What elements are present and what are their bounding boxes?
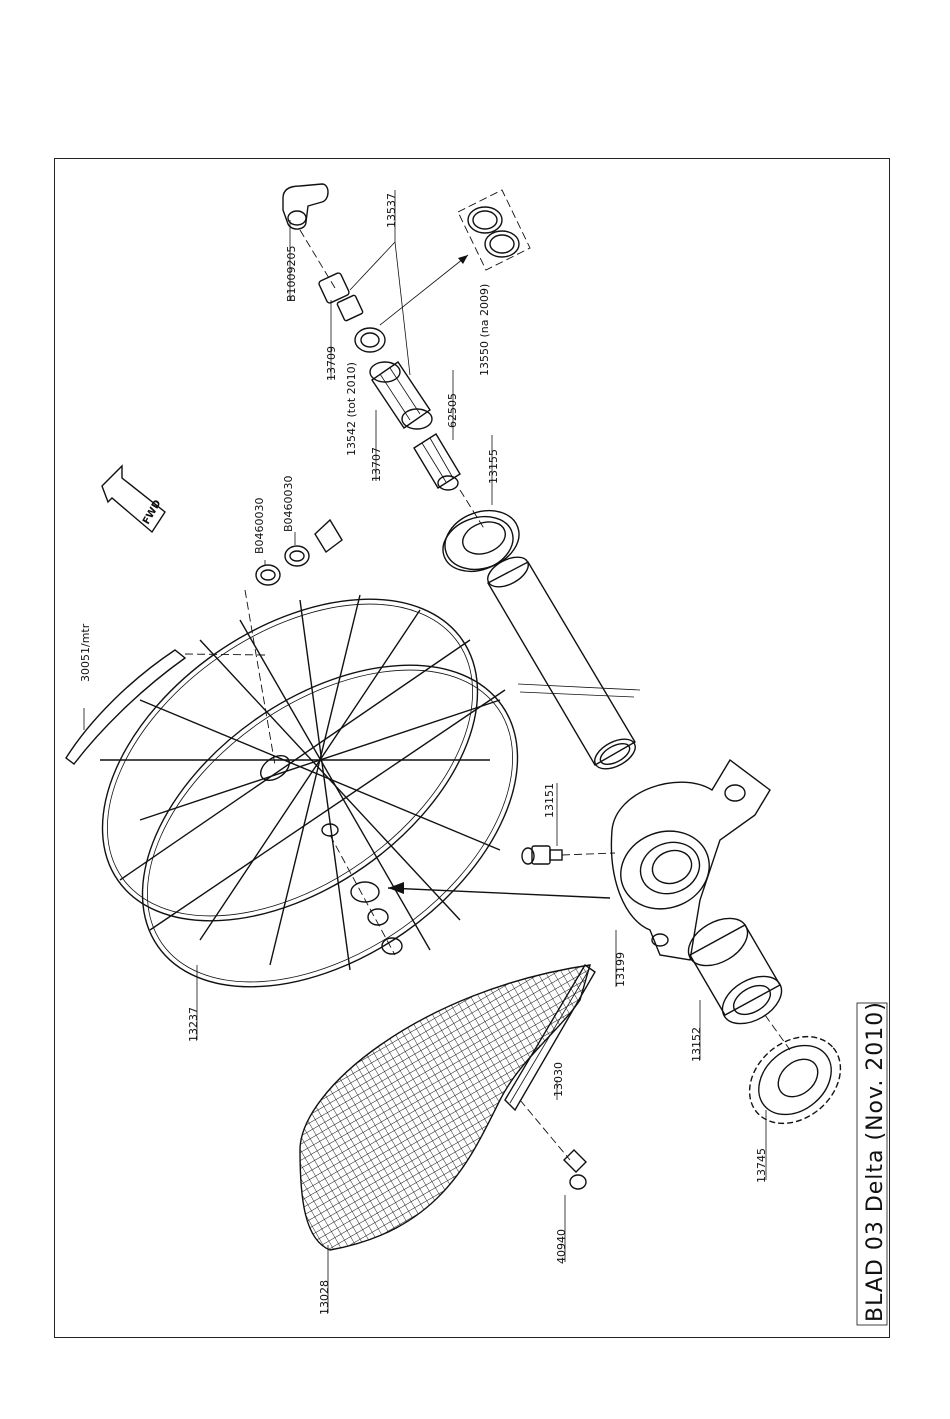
inset-pointer <box>380 255 468 325</box>
screw <box>564 1150 586 1189</box>
label-13237: 13237 <box>187 1007 200 1042</box>
grease-nipple <box>522 846 562 864</box>
label-13152: 13152 <box>690 1027 703 1062</box>
label-b0460030-a: B0460030 <box>253 497 266 554</box>
seal-pair-inset <box>458 190 530 270</box>
label-62505: 62505 <box>446 393 459 428</box>
pillow-block-bearing <box>610 760 770 960</box>
label-13537: 13537 <box>385 193 398 228</box>
label-13151: 13151 <box>543 783 556 818</box>
label-13028: 13028 <box>318 1280 331 1315</box>
sheet-title: BLAD 03 Delta (Nov. 2010) <box>863 1001 888 1322</box>
hub-bolt-assembly <box>330 835 402 955</box>
title-block: BLAD 03 Delta (Nov. 2010) <box>857 1001 888 1325</box>
fwd-arrow: FWD <box>102 466 165 532</box>
label-40940: 40940 <box>555 1229 568 1264</box>
label-13542: 13542 (tot 2010) <box>345 362 358 456</box>
hose-clamps <box>256 520 342 585</box>
label-13030: 13030 <box>552 1062 565 1097</box>
label-13745: 13745 <box>755 1148 768 1183</box>
label-b1009205: B1009205 <box>285 245 298 302</box>
label-13155: 13155 <box>487 449 500 484</box>
bearing-ring <box>435 501 527 581</box>
reel-drum <box>43 533 576 1053</box>
label-13199: 13199 <box>614 952 627 987</box>
label-13550: 13550 (na 2009) <box>478 284 491 376</box>
assembly-arrow <box>388 888 610 898</box>
label-13707: 13707 <box>370 447 383 482</box>
label-13709: 13709 <box>325 346 338 381</box>
coupling-nut <box>318 272 363 321</box>
label-30051: 30051/mtr <box>79 623 92 682</box>
reel-shaft <box>483 551 640 775</box>
spacer-sleeve <box>680 909 789 1034</box>
mesh-cover <box>300 965 590 1250</box>
axis-line-top <box>300 230 335 288</box>
seal-ring <box>355 328 385 352</box>
label-b0460030-b: B0460030 <box>282 475 295 532</box>
swivel-body <box>370 362 432 429</box>
hex-nipple <box>414 434 460 490</box>
fwd-label: FWD <box>141 498 164 526</box>
sprocket <box>732 1019 857 1141</box>
